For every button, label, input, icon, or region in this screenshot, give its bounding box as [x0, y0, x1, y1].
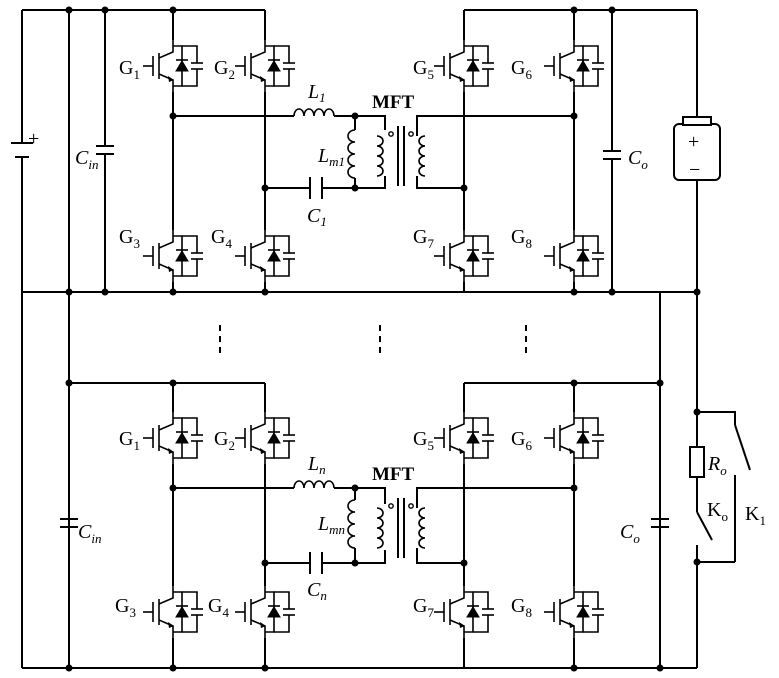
ln-label: Ln [307, 453, 326, 477]
battery: + − [674, 10, 720, 296]
mft-bottom-label: MFT [372, 464, 415, 485]
battery-minus-sign: − [689, 159, 700, 181]
k1-label: K1 [745, 503, 766, 528]
g2-bottom-label: G2 [214, 428, 235, 453]
cin-bottom-label: Cin [78, 521, 101, 546]
mft-top-label: MFT [372, 92, 415, 113]
g2-top-label: G2 [214, 57, 235, 82]
g6-bottom-label: G6 [511, 428, 532, 453]
ko-label: Ko [707, 499, 728, 524]
battery-plus-sign: + [688, 131, 699, 153]
cin-top-label: Cin [75, 147, 98, 172]
g4-bottom-label: G4 [208, 595, 229, 620]
g7-top-label: G7 [413, 226, 434, 251]
g5-bottom-label: G5 [413, 428, 434, 453]
g8-top-label: G8 [511, 226, 532, 251]
g3-bottom-label: G3 [115, 595, 136, 620]
g1-top-label: G1 [119, 57, 140, 82]
bottom-module: Cin G1 G2 G3 G4 Ln Lmn Cn MFT [60, 292, 669, 672]
c1-label: C1 [307, 205, 327, 229]
cn-label: Cn [307, 579, 327, 603]
g5-top-label: G5 [413, 57, 434, 82]
load-branch: Ro Ko K1 [690, 292, 766, 668]
lm1-label: Lm1 [317, 145, 345, 169]
g3-top-label: G3 [119, 226, 140, 251]
module-ellipsis [220, 325, 526, 358]
g8-bottom-label: G8 [511, 595, 532, 620]
l1-label: L1 [307, 81, 326, 105]
co-bottom-label: Co [620, 521, 640, 546]
top-module: Cin G1 G2 G3 G4 L1 Lm1 C1 MFT [75, 7, 697, 296]
lmn-label: Lmn [317, 513, 345, 537]
co-top-label: Co [628, 147, 648, 172]
g1-bottom-label: G1 [119, 428, 140, 453]
dc-source: + [11, 10, 39, 668]
source-plus-sign: + [28, 128, 39, 150]
g7-bottom-label: G7 [413, 595, 434, 620]
ro-label: Ro [707, 453, 727, 478]
g6-top-label: G6 [511, 57, 532, 82]
g4-top-label: G4 [211, 226, 232, 251]
